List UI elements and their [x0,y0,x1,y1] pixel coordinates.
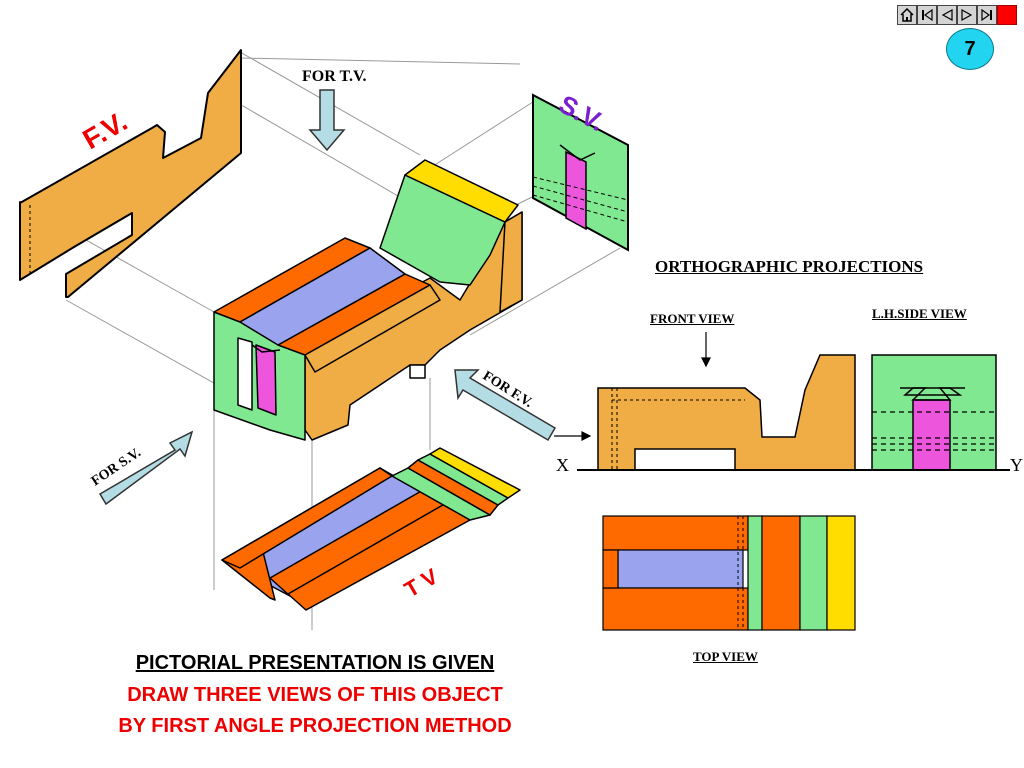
pictorial-object [213,159,523,441]
caption-line-1: PICTORIAL PRESENTATION IS GIVEN [135,652,495,674]
fv-arrow-icon [454,369,557,442]
ortho-top-view [602,515,856,631]
end-show-icon[interactable] [997,5,1017,25]
prev-slide-icon[interactable] [937,5,957,25]
x-label: X [556,455,569,475]
caption-line-3: BY FIRST ANGLE PROJECTION METHOD [118,715,512,737]
sv-projection [532,93,629,252]
tv-arrow-icon [308,89,346,152]
sv-arrow-icon [98,430,194,506]
page-number: 7 [964,37,976,60]
page-number-badge: 7 [946,28,994,70]
ortho-title: ORTHOGRAPHIC PROJECTIONS [655,257,924,276]
ortho-side-view [871,354,997,471]
fv-projection [19,49,242,298]
ortho-front-view [597,354,856,471]
y-label: Y [1010,455,1023,475]
pointer-arrows [554,332,711,441]
tv-projection [221,447,521,611]
for-tv-label: FOR T.V. [302,68,367,85]
top-view-label: TOP VIEW [693,649,758,664]
slide-navigation [897,5,1017,25]
home-icon[interactable] [897,5,917,25]
last-slide-icon[interactable] [977,5,997,25]
tv-label: T V [400,563,442,602]
side-view-label: L.H.SIDE VIEW [872,306,967,321]
caption-line-2: DRAW THREE VIEWS OF THIS OBJECT [127,684,503,706]
next-slide-icon[interactable] [957,5,977,25]
first-slide-icon[interactable] [917,5,937,25]
front-view-label: FRONT VIEW [650,311,735,326]
